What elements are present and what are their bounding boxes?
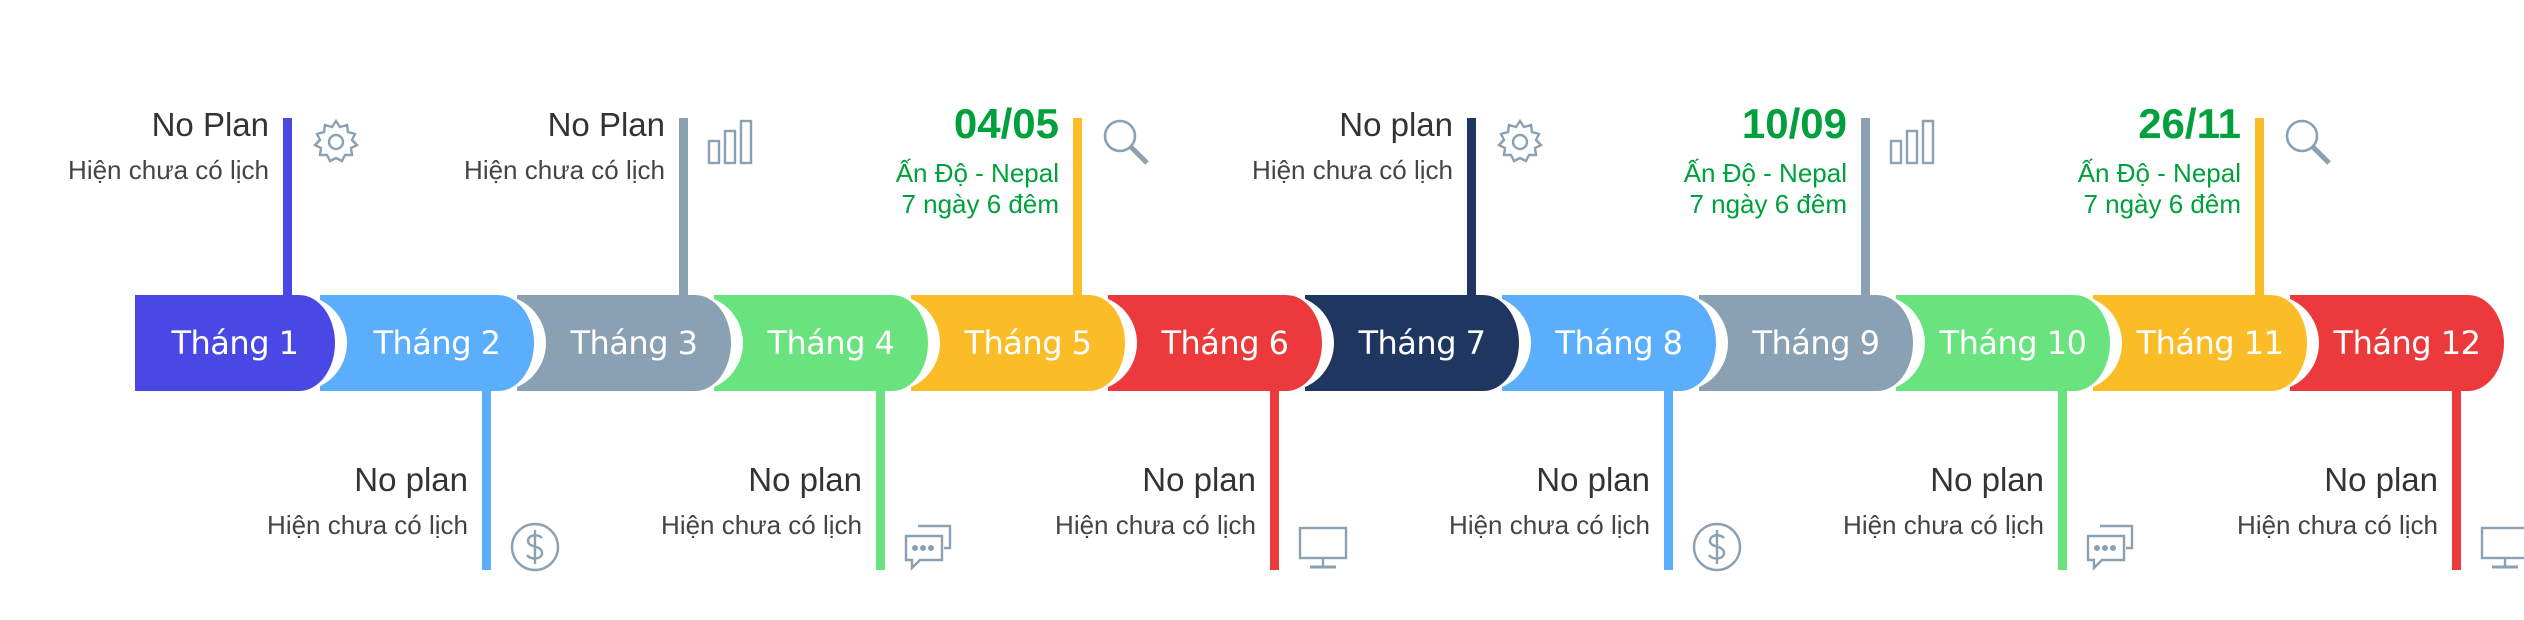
duration-text: 7 ngày 6 đêm xyxy=(2083,189,2241,219)
month-label: Tháng 8 xyxy=(1555,324,1683,362)
month-segment: Tháng 12 xyxy=(2290,295,2516,391)
dollar-icon xyxy=(1690,520,1744,574)
month-segment: Tháng 4 xyxy=(714,295,940,391)
duration-text: 7 ngày 6 đêm xyxy=(901,189,1059,219)
connector-line xyxy=(2452,371,2461,570)
destination-text: Ấn Độ - Nepal xyxy=(2077,158,2241,188)
plan-status: No plan xyxy=(1339,106,1453,143)
schedule-note: Hiện chưa có lịch xyxy=(1449,510,1650,540)
month-label: Tháng 10 xyxy=(1939,324,2087,362)
duration-text: 7 ngày 6 đêm xyxy=(1689,189,1847,219)
event-date: 10/09 xyxy=(1741,100,1847,147)
monitor-icon xyxy=(2478,520,2524,574)
schedule-note: Hiện chưa có lịch xyxy=(661,510,862,540)
connector-line xyxy=(482,371,491,570)
schedule-note: Hiện chưa có lịch xyxy=(1055,510,1256,540)
month-label: Tháng 11 xyxy=(2136,324,2284,362)
dollar-icon xyxy=(508,520,562,574)
chat-icon xyxy=(2084,520,2138,574)
schedule-note: Hiện chưa có lịch xyxy=(464,155,665,185)
month-label: Tháng 2 xyxy=(373,324,501,362)
connector-line xyxy=(1664,371,1673,570)
month-label: Tháng 12 xyxy=(2333,324,2481,362)
plan-status: No Plan xyxy=(151,106,269,143)
plan-status: No Plan xyxy=(547,106,665,143)
month-label: Tháng 9 xyxy=(1752,324,1880,362)
plan-status: No plan xyxy=(1930,461,2044,498)
month-segment: Tháng 10 xyxy=(1896,295,2122,391)
bar-chart-icon xyxy=(1887,115,1941,169)
connector-line xyxy=(1467,118,1476,315)
schedule-note: Hiện chưa có lịch xyxy=(1843,510,2044,540)
plan-status: No plan xyxy=(354,461,468,498)
connector-line xyxy=(1861,118,1870,315)
schedule-note: Hiện chưa có lịch xyxy=(267,510,468,540)
month-segment: Tháng 8 xyxy=(1502,295,1728,391)
connector-line xyxy=(1073,118,1082,315)
plan-status: No plan xyxy=(748,461,862,498)
connector-line xyxy=(679,118,688,315)
month-label: Tháng 5 xyxy=(964,324,1092,362)
month-segment: Tháng 5 xyxy=(911,295,1137,391)
month-segment: Tháng 7 xyxy=(1305,295,1531,391)
month-segment: Tháng 9 xyxy=(1699,295,1925,391)
month-label: Tháng 7 xyxy=(1358,324,1486,362)
connector-line xyxy=(2058,371,2067,570)
month-segment: Tháng 1 xyxy=(135,295,347,391)
month-label: Tháng 3 xyxy=(570,324,698,362)
schedule-note: Hiện chưa có lịch xyxy=(2237,510,2438,540)
month-label: Tháng 6 xyxy=(1161,324,1289,362)
monitor-icon xyxy=(1296,520,1350,574)
chat-icon xyxy=(902,520,956,574)
destination-text: Ấn Độ - Nepal xyxy=(895,158,1059,188)
month-label: Tháng 1 xyxy=(171,324,299,362)
plan-status: No plan xyxy=(1536,461,1650,498)
destination-text: Ấn Độ - Nepal xyxy=(1683,158,1847,188)
event-date: 26/11 xyxy=(2138,100,2241,147)
plan-status: No plan xyxy=(1142,461,1256,498)
connector-line xyxy=(283,118,292,315)
month-segment: Tháng 6 xyxy=(1108,295,1334,391)
schedule-note: Hiện chưa có lịch xyxy=(1252,155,1453,185)
month-segment: Tháng 2 xyxy=(320,295,546,391)
connector-line xyxy=(2255,118,2264,315)
schedule-note: Hiện chưa có lịch xyxy=(68,155,269,185)
plan-status: No plan xyxy=(2324,461,2438,498)
event-date: 04/05 xyxy=(953,100,1059,147)
month-segment: Tháng 11 xyxy=(2093,295,2319,391)
month-segment: Tháng 3 xyxy=(517,295,743,391)
search-icon xyxy=(2281,115,2335,169)
connector-line xyxy=(876,371,885,570)
connector-line xyxy=(1270,371,1279,570)
search-icon xyxy=(1099,115,1153,169)
gear-icon xyxy=(1493,115,1547,169)
bar-chart-icon xyxy=(705,115,759,169)
month-label: Tháng 4 xyxy=(767,324,895,362)
gear-icon xyxy=(309,115,363,169)
